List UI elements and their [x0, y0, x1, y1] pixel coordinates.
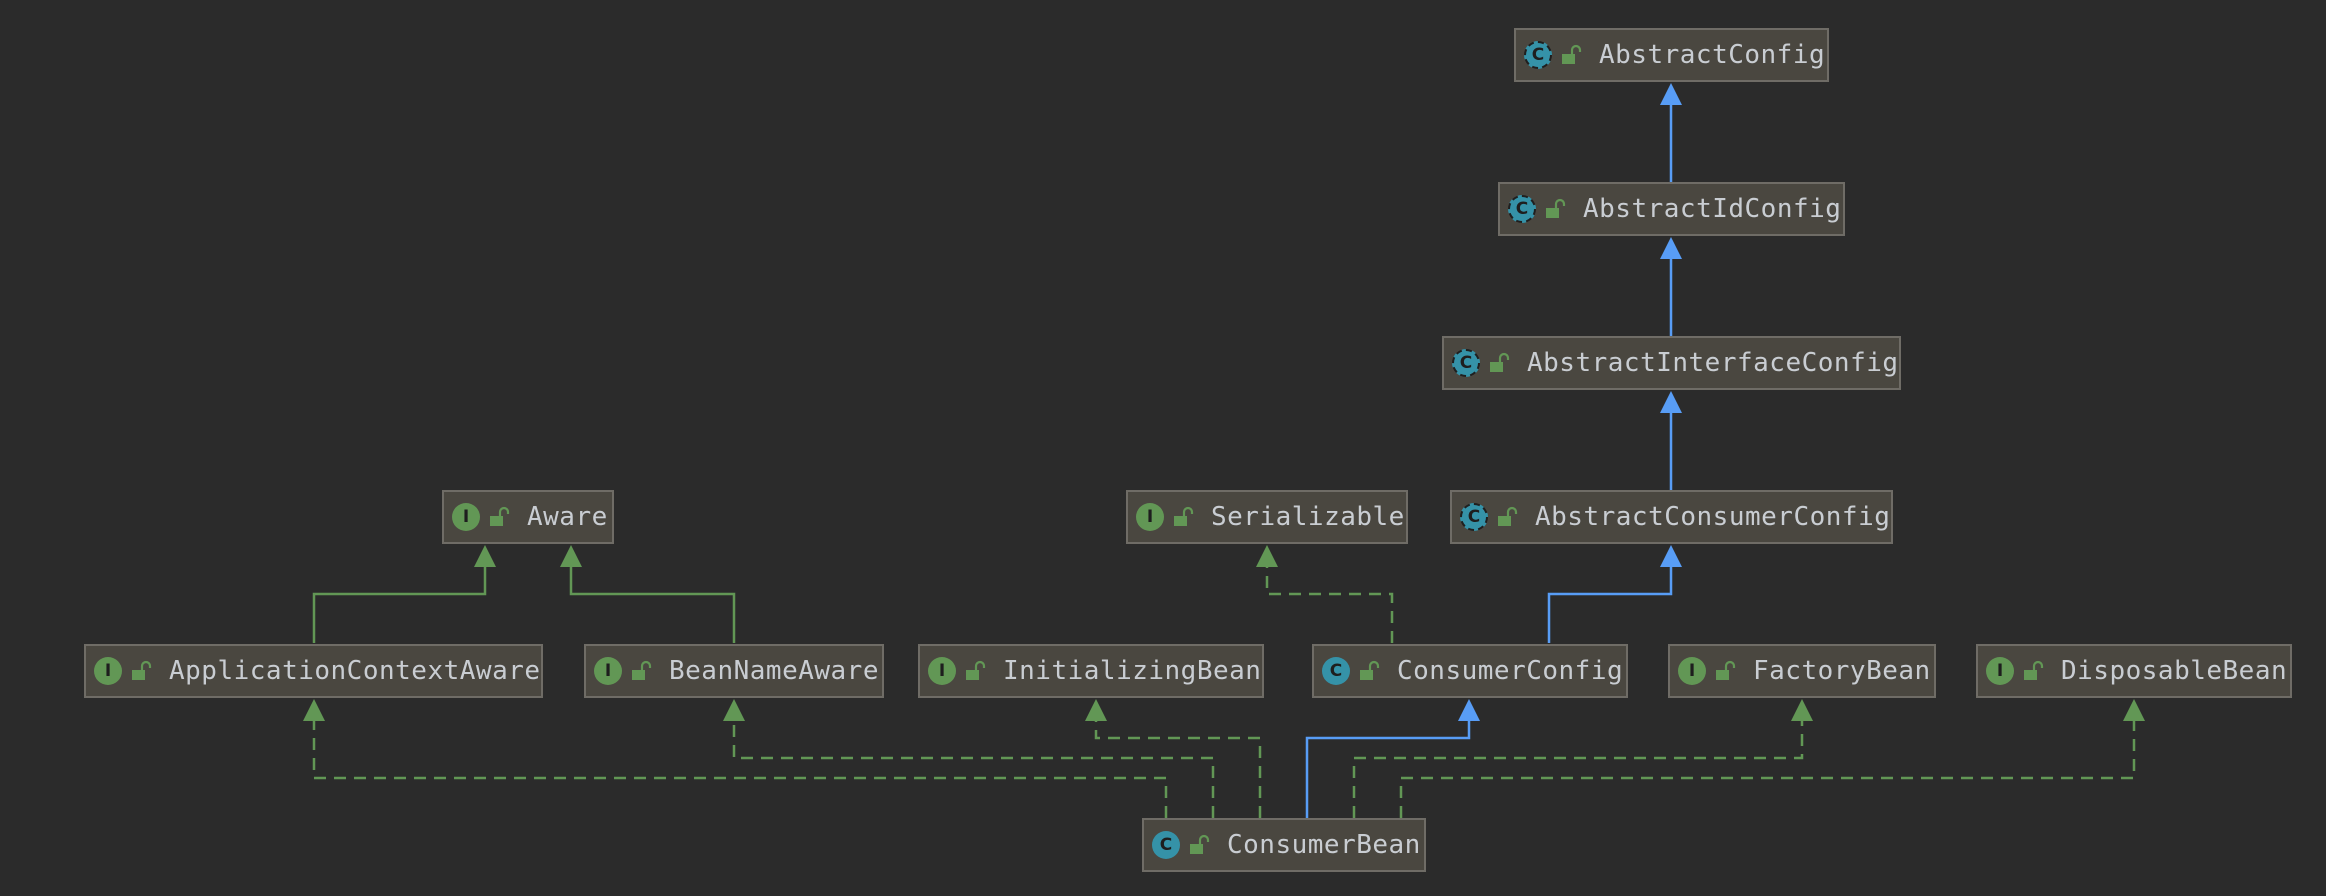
node-abstractconfig[interactable]: C AbstractConfig: [1514, 28, 1829, 82]
node-consumerconfig[interactable]: C ConsumerConfig: [1312, 644, 1628, 698]
edge-consumerbean-disposablebean: [1399, 699, 2145, 818]
edge-abstractinterfaceconfig-abstractidconfig: [1660, 237, 1682, 336]
node-label: ConsumerBean: [1227, 830, 1421, 860]
unlocked-icon: [1360, 660, 1380, 680]
edge-consumerbean-factorybean: [1352, 699, 1813, 818]
edge-consumerbean-initializingbean: [1085, 699, 1262, 818]
node-label: InitializingBean: [1003, 656, 1262, 686]
node-label: Aware: [527, 502, 608, 532]
unlocked-icon: [1562, 44, 1582, 64]
node-abstractinterfaceconfig[interactable]: C AbstractInterfaceConfig: [1442, 336, 1901, 390]
abstract-class-icon: C: [1524, 41, 1552, 69]
interface-icon: I: [1678, 657, 1706, 685]
interface-icon: I: [1136, 503, 1164, 531]
unlocked-icon: [1490, 352, 1510, 372]
edge-abstractconsumerconfig-abstractinterfaceconfig: [1660, 391, 1682, 490]
node-label: FactoryBean: [1753, 656, 1931, 686]
edge-consumerbean-applicationcontextaware: [303, 699, 1168, 818]
interface-icon: I: [452, 503, 480, 531]
edge-consumerconfig-serializable: [1256, 545, 1394, 643]
unlocked-icon: [1498, 506, 1518, 526]
interface-icon: I: [1986, 657, 2014, 685]
node-serializable[interactable]: I Serializable: [1126, 490, 1408, 544]
edge-beannameaware-aware: [560, 545, 736, 643]
node-factorybean[interactable]: I FactoryBean: [1668, 644, 1936, 698]
node-initializingbean[interactable]: I InitializingBean: [918, 644, 1264, 698]
abstract-class-icon: C: [1460, 503, 1488, 531]
unlocked-icon: [1716, 660, 1736, 680]
interface-icon: I: [594, 657, 622, 685]
node-label: AbstractConfig: [1599, 40, 1826, 70]
node-label: ApplicationContextAware: [169, 656, 541, 686]
class-icon: C: [1152, 831, 1180, 859]
edge-consumerbean-beannameaware: [723, 699, 1215, 818]
node-label: BeanNameAware: [669, 656, 879, 686]
node-label: AbstractConsumerConfig: [1535, 502, 1891, 532]
edge-abstractidconfig-abstractconfig: [1660, 83, 1682, 182]
unlocked-icon: [1174, 506, 1194, 526]
edge-consumerbean-consumerconfig: [1305, 699, 1480, 818]
node-abstractidconfig[interactable]: C AbstractIdConfig: [1498, 182, 1845, 236]
node-consumerbean[interactable]: C ConsumerBean: [1142, 818, 1426, 872]
unlocked-icon: [632, 660, 652, 680]
node-label: Serializable: [1211, 502, 1405, 532]
node-label: AbstractInterfaceConfig: [1527, 348, 1899, 378]
edge-applicationcontextaware-aware: [312, 545, 496, 643]
node-aware[interactable]: I Aware: [442, 490, 614, 544]
node-abstractconsumerconfig[interactable]: C AbstractConsumerConfig: [1450, 490, 1893, 544]
unlocked-icon: [132, 660, 152, 680]
unlocked-icon: [2024, 660, 2044, 680]
node-label: ConsumerConfig: [1397, 656, 1624, 686]
unlocked-icon: [490, 506, 510, 526]
node-label: DisposableBean: [2061, 656, 2288, 686]
node-beannameaware[interactable]: I BeanNameAware: [584, 644, 884, 698]
abstract-class-icon: C: [1452, 349, 1480, 377]
node-disposablebean[interactable]: I DisposableBean: [1976, 644, 2292, 698]
class-icon: C: [1322, 657, 1350, 685]
interface-icon: I: [94, 657, 122, 685]
unlocked-icon: [966, 660, 986, 680]
node-applicationcontextaware[interactable]: I ApplicationContextAware: [84, 644, 543, 698]
interface-icon: I: [928, 657, 956, 685]
abstract-class-icon: C: [1508, 195, 1536, 223]
edge-consumerconfig-abstractconsumerconfig: [1547, 545, 1682, 643]
unlocked-icon: [1190, 834, 1210, 854]
node-label: AbstractIdConfig: [1583, 194, 1842, 224]
unlocked-icon: [1546, 198, 1566, 218]
